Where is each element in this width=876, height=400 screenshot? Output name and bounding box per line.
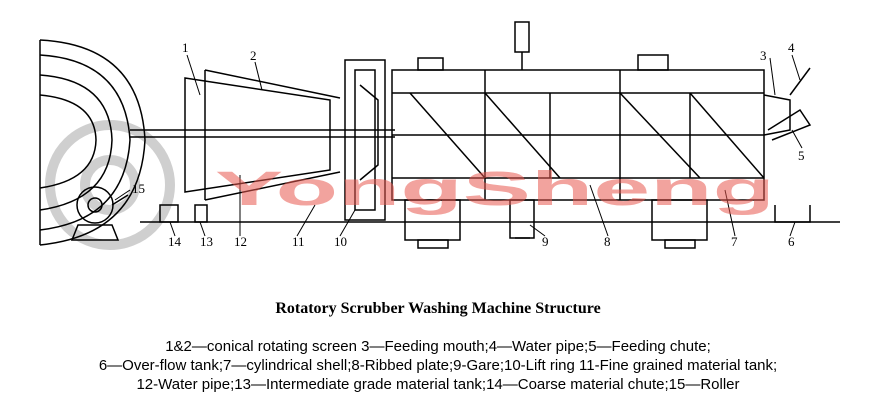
- watermark-text: YongSheng: [215, 163, 775, 216]
- gear-watermark-icon: [45, 120, 175, 250]
- leader-lines: [114, 54, 803, 237]
- callout-14: 14: [168, 234, 182, 249]
- support-rollers: [404, 199, 708, 249]
- callout-6: 6: [788, 234, 795, 249]
- roller-15: [70, 186, 129, 241]
- water-pipe-12: [130, 129, 395, 138]
- callout-9: 9: [542, 234, 549, 249]
- callout-4: 4: [788, 40, 795, 55]
- callout-2: 2: [250, 48, 257, 63]
- material-tanks: [159, 204, 208, 223]
- callout-1: 1: [182, 40, 189, 55]
- legend-line-3: 12-Water pipe;13—Intermediate grade mate…: [136, 376, 740, 393]
- callout-5: 5: [798, 148, 805, 163]
- cylindrical-shell-7: [391, 69, 765, 201]
- callout-11: 11: [292, 234, 305, 249]
- overflow-tank-6: [774, 205, 811, 223]
- drive-wheel: [39, 39, 146, 246]
- lift-ring-10: [344, 59, 386, 221]
- callout-13: 13: [200, 234, 213, 249]
- machine-structure-diagram: YongSheng 1 2 3 4 5 6 7 8 9 10 11 12 13 …: [39, 21, 840, 250]
- diagram-title: Rotatory Scrubber Washing Machine Struct…: [275, 300, 601, 317]
- legend-line-2: 6—Over-flow tank;7—cylindrical shell;8-R…: [98, 357, 778, 374]
- feeding-mouth-3: [763, 67, 812, 141]
- gear-9: [509, 199, 535, 239]
- conical-rotating-screen: [184, 69, 341, 201]
- callout-7: 7: [731, 234, 738, 249]
- top-mounts: [417, 21, 669, 71]
- legend-line-1: 1&2—conical rotating screen 3—Feeding mo…: [165, 338, 711, 355]
- callout-12: 12: [234, 234, 247, 249]
- callout-8: 8: [604, 234, 611, 249]
- callout-15: 15: [132, 181, 145, 196]
- callout-numbers: 1 2 3 4 5 6 7 8 9 10 11 12 13 14 15: [132, 40, 805, 249]
- callout-3: 3: [760, 48, 767, 63]
- callout-10: 10: [334, 234, 347, 249]
